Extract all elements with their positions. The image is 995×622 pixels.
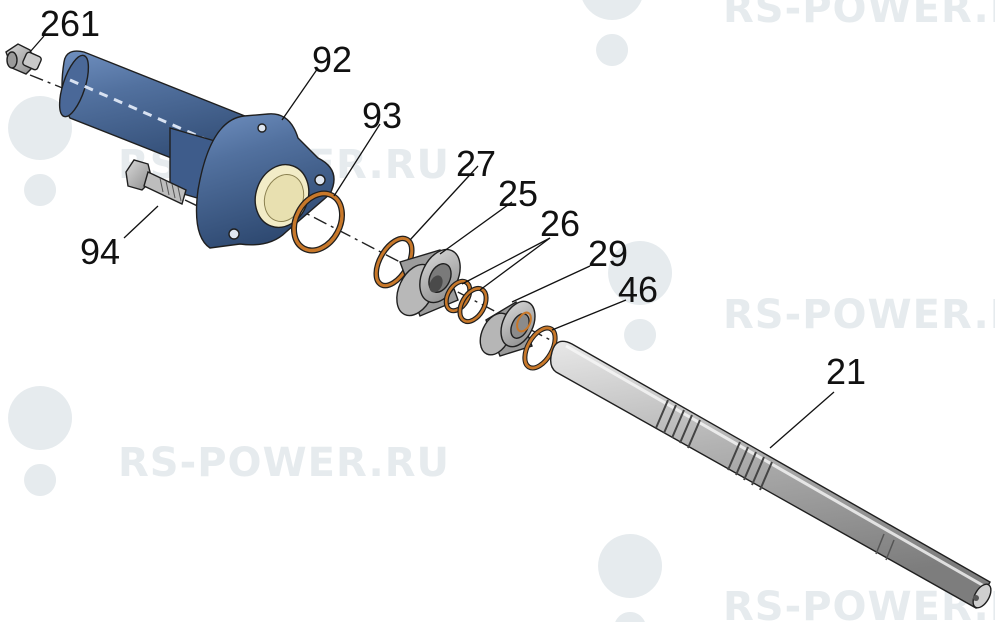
callout-261: 261 [40,3,100,44]
watermark-logo-icon [598,534,663,622]
watermark-text: RS-POWER.RU [723,292,995,338]
watermark-logo-icon [8,386,73,496]
part-29-bushing [479,300,536,357]
part-93-o-ring-color [292,191,344,253]
assembly-axis-line [29,74,81,96]
watermark-text: RS-POWER.RU [118,440,450,486]
callout-25: 25 [498,173,538,214]
watermark-logo-icon [608,241,673,351]
watermark-text: RS-POWER.RU [723,0,995,32]
callout-26: 26 [540,203,580,244]
callout-27: 27 [456,143,496,184]
part-261-grease-nipple [5,43,42,75]
leader-lines [29,35,835,449]
watermark-logo-icon [8,96,73,206]
callout-46: 46 [618,269,658,310]
watermark-lower-left: RS-POWER.RU [8,386,450,496]
rod-grooves-upper [655,399,701,449]
watermark-logo-icon [582,0,642,66]
watermark-top-right: RS-POWER.RU [582,0,995,66]
part-94-bolt [125,159,187,205]
callout-94: 94 [80,231,120,272]
rod-grooves-lower [727,441,773,491]
watermark-mid-right: RS-POWER.RU [608,241,995,351]
callout-29: 29 [588,233,628,274]
callout-92: 92 [312,39,352,80]
part-46-o-ring-color [523,326,557,370]
part-21-piston-rod [549,340,992,609]
callout-21: 21 [826,351,866,392]
part-92-cylinder-housing [58,50,335,249]
callout-93: 93 [362,95,402,136]
